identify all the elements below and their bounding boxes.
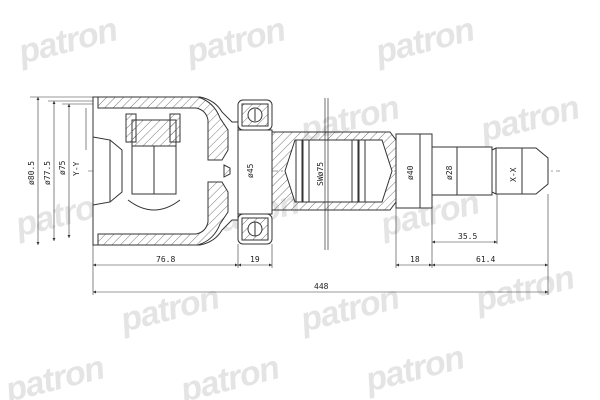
dimension-lines <box>30 96 549 295</box>
dim-len-448: 448 <box>314 282 329 291</box>
bearing <box>237 99 273 245</box>
dim-dia-40: ø40 <box>406 165 415 180</box>
axis-label-y-y: Y-Y <box>72 161 81 176</box>
shaft-body <box>271 98 397 250</box>
dim-len-18: 18 <box>410 255 420 264</box>
dim-len-19: 19 <box>250 255 260 264</box>
dim-spline-75: SWø75 <box>316 161 325 186</box>
dim-dia-75: ø75 <box>58 160 67 175</box>
tripod-housing <box>92 96 239 246</box>
dim-len-61-4: 61.4 <box>476 255 496 264</box>
dim-dia-28: ø28 <box>445 165 454 180</box>
dim-dia-45: ø45 <box>246 163 255 178</box>
axis-label-x-x: X-X <box>509 167 518 182</box>
dim-len-35-5: 35.5 <box>458 232 478 241</box>
dim-dia-80-5: ø80.5 <box>27 160 36 185</box>
dim-dia-77-5: ø77.5 <box>43 160 52 185</box>
output-shaft <box>395 133 549 209</box>
dim-len-76-8: 76.8 <box>156 255 176 264</box>
